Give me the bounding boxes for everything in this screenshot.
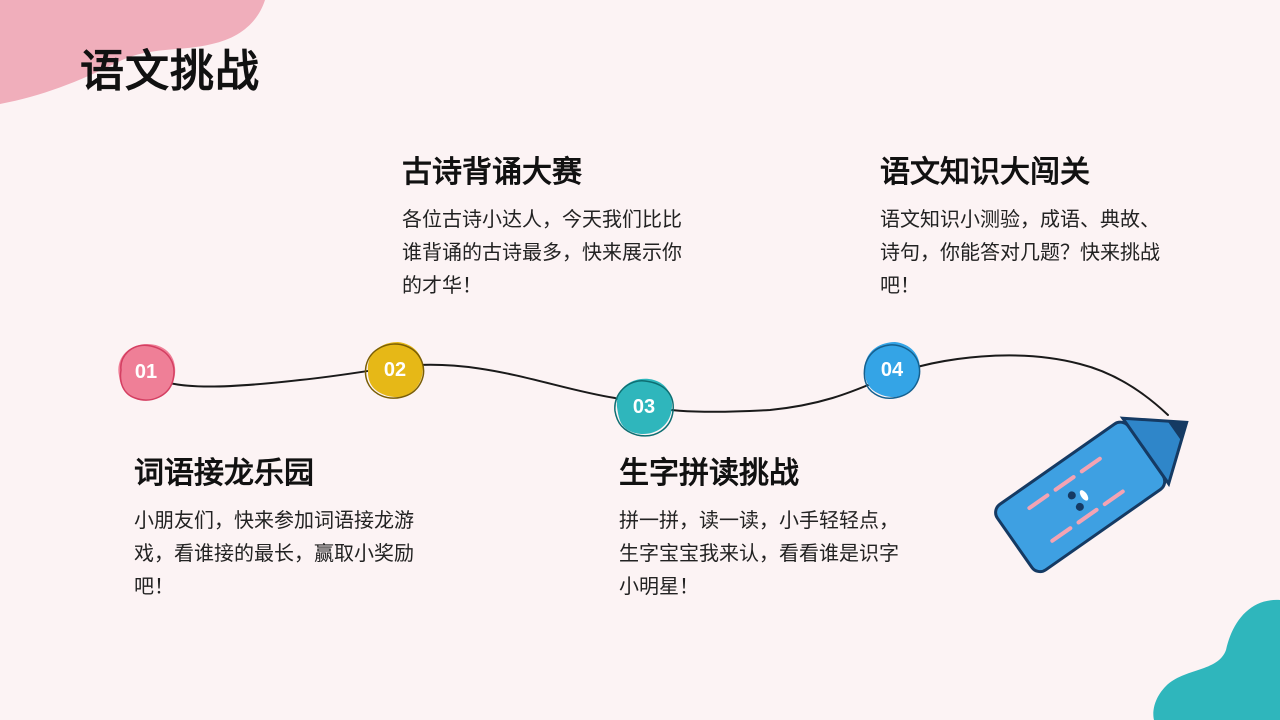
step-number-02: 02	[383, 359, 407, 381]
step-badge-03: 03	[611, 375, 677, 439]
pink-corner-blob	[0, 0, 265, 104]
step-description: 小朋友们，快来参加词语接龙游戏，看谁接的最长，赢取小奖励吧！	[134, 508, 414, 598]
step-block-04: 语文知识大闯关 语文知识小测验，成语、典故、诗句，你能答对几题？快来挑战吧！	[880, 155, 1180, 302]
step-description: 各位古诗小达人，今天我们比比谁背诵的古诗最多，快来展示你的才华！	[402, 207, 682, 297]
step-block-02: 古诗背诵大赛 各位古诗小达人，今天我们比比谁背诵的古诗最多，快来展示你的才华！	[402, 155, 702, 302]
step-number-01: 01	[134, 361, 158, 383]
pencil-icon	[994, 416, 1189, 574]
step-title: 生字拼读挑战	[619, 456, 799, 491]
step-block-01: 词语接龙乐园 小朋友们，快来参加词语接龙游戏，看谁接的最长，赢取小奖励吧！	[134, 456, 434, 603]
page-title: 语文挑战	[80, 46, 260, 97]
step-description: 拼一拼，读一读，小手轻轻点，生字宝宝我来认，看看谁是识字小明星！	[619, 508, 899, 598]
step-block-03: 生字拼读挑战 拼一拼，读一读，小手轻轻点，生字宝宝我来认，看看谁是识字小明星！	[619, 456, 919, 603]
step-number-04: 04	[880, 359, 904, 381]
step-title: 古诗背诵大赛	[402, 155, 582, 190]
step-number-03: 03	[632, 396, 656, 418]
step-badge-04: 04	[859, 338, 925, 402]
step-badge-01: 01	[113, 340, 179, 404]
step-description: 语文知识小测验，成语、典故、诗句，你能答对几题？快来挑战吧！	[880, 207, 1160, 297]
step-title: 词语接龙乐园	[134, 456, 314, 491]
step-title: 语文知识大闯关	[880, 155, 1090, 190]
teal-corner-blob	[1153, 599, 1280, 720]
step-badge-02: 02	[362, 338, 428, 402]
